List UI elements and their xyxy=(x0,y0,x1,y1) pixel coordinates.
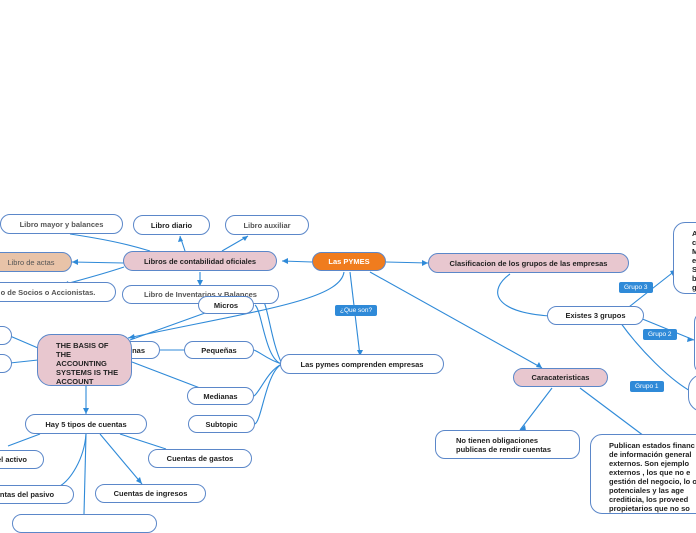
ingresos-node[interactable]: Cuentas de ingresos xyxy=(95,484,206,503)
libro-actas-node[interactable]: Libro de actas xyxy=(0,252,72,272)
micros-node[interactable]: Micros xyxy=(198,296,254,314)
pequenas-node[interactable]: Pequeñas xyxy=(184,341,254,359)
hay-5-tipos-node[interactable]: Hay 5 tipos de cuentas xyxy=(25,414,147,434)
subtopic-node[interactable]: Subtopic xyxy=(188,415,255,433)
grupo-3-tag: Grupo 3 xyxy=(619,282,653,293)
medianas-node[interactable]: Medianas xyxy=(187,387,254,405)
libro-mayor-node[interactable]: Libro mayor y balances xyxy=(0,214,123,234)
clasificacion-node[interactable]: Clasificacion de los grupos de las empre… xyxy=(428,253,629,273)
activo-node[interactable]: el activo xyxy=(0,450,44,469)
comprenden-node[interactable]: Las pymes comprenden empresas xyxy=(280,354,444,374)
basis-node[interactable]: THE BASIS OF THE ACCOUNTING SYSTEMS IS T… xyxy=(37,334,132,386)
existen-grupos-node[interactable]: Existes 3 grupos xyxy=(547,306,644,325)
libro-diario-node[interactable]: Libro diario xyxy=(133,215,210,235)
libro-socios-node[interactable]: o de Socios o Accionistas. xyxy=(0,282,116,302)
grupo-1-tag: Grupo 1 xyxy=(630,381,664,392)
no-tienen-node[interactable]: No tienen obligaciones publicas de rendi… xyxy=(435,430,580,459)
caracteristicas-node[interactable]: Caracateristicas xyxy=(513,368,608,387)
bottom-node[interactable] xyxy=(12,514,157,533)
grupo-2-tag: Grupo 2 xyxy=(643,329,677,340)
gastos-node[interactable]: Cuentas de gastos xyxy=(148,449,252,468)
grupo-3-node[interactable]: A c M e S b g xyxy=(673,222,696,294)
pasivo-node[interactable]: ntas del pasivo xyxy=(0,485,74,504)
que-son-tag: ¿Que son? xyxy=(335,305,378,316)
libro-auxiliar-node[interactable]: Libro auxiliar xyxy=(225,215,309,235)
root-node[interactable]: Las PYMES xyxy=(312,252,386,271)
publican-node[interactable]: Publican estados financ de información g… xyxy=(590,434,696,514)
libros-contabilidad-node[interactable]: Libros de contabilidad oficiales xyxy=(123,251,277,271)
connector-lines xyxy=(7,233,695,515)
